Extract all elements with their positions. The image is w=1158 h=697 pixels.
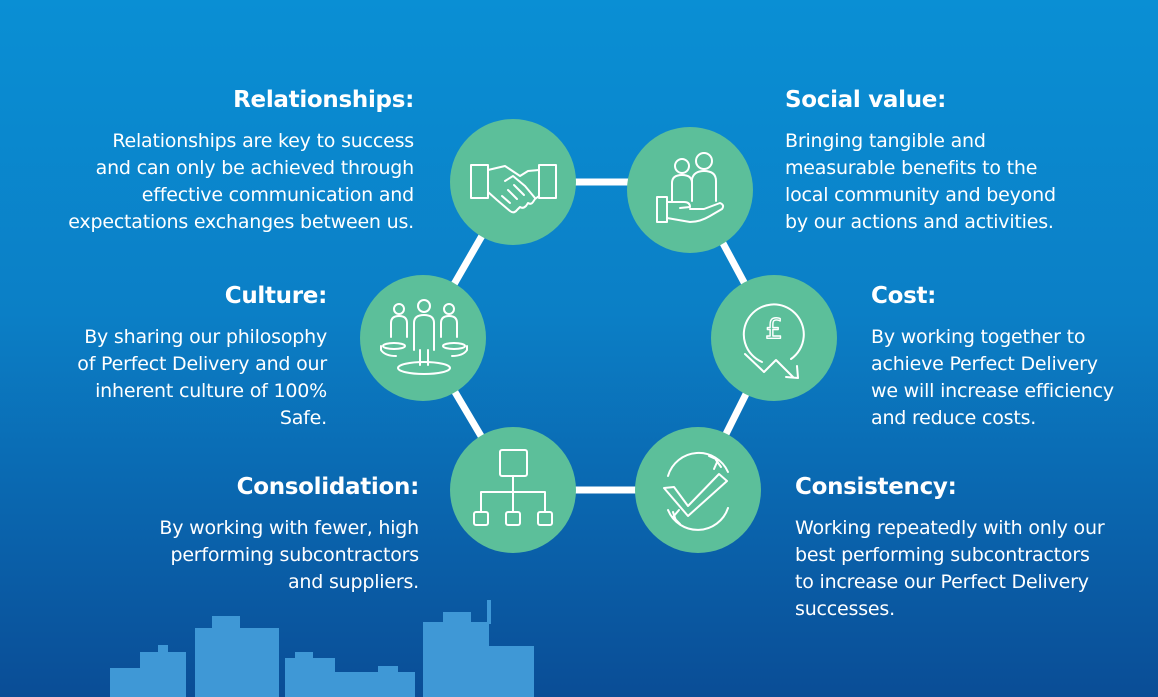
block-consolidation: Consolidation: By working with fewer, hi… (99, 473, 419, 596)
body-culture: By sharing our philosophy of Perfect Del… (77, 326, 327, 429)
team-icon (380, 299, 468, 375)
body-relationships: Relationships are key to success and can… (68, 130, 414, 233)
community-care-icon (656, 152, 725, 223)
block-social-value: Social value: Bringing tangible and meas… (785, 86, 1115, 236)
block-culture: Culture: By sharing our philosophy of Pe… (27, 282, 327, 432)
title-consistency: Consistency: (795, 474, 957, 500)
body-consolidation: By working with fewer, high performing s… (159, 517, 419, 593)
block-relationships: Relationships: Relationships are key to … (34, 86, 414, 236)
hierarchy-icon (473, 449, 553, 526)
title-relationships: Relationships: (233, 87, 414, 113)
circle-cost: £ (711, 275, 837, 401)
circle-culture (360, 275, 486, 401)
circle-social-value (627, 127, 753, 253)
body-social-value: Bringing tangible and measurable benefit… (785, 130, 1056, 233)
refresh-check-icon (663, 451, 729, 531)
title-consolidation: Consolidation: (236, 474, 420, 500)
title-cost: Cost: (871, 283, 937, 309)
title-social-value: Social value: (785, 87, 946, 113)
handshake-icon (470, 164, 557, 214)
circle-consistency (635, 427, 761, 553)
circle-consolidation (450, 427, 576, 553)
svg-text:£: £ (765, 312, 783, 345)
pound-decrease-icon: £ (742, 303, 805, 379)
circle-relationships (450, 119, 576, 245)
title-culture: Culture: (224, 283, 328, 309)
body-consistency: Working repeatedly with only our best pe… (795, 517, 1105, 620)
block-consistency: Consistency: Working repeatedly with onl… (795, 473, 1140, 623)
body-cost: By working together to achieve Perfect D… (871, 326, 1114, 429)
block-cost: Cost: By working together to achieve Per… (871, 282, 1151, 432)
